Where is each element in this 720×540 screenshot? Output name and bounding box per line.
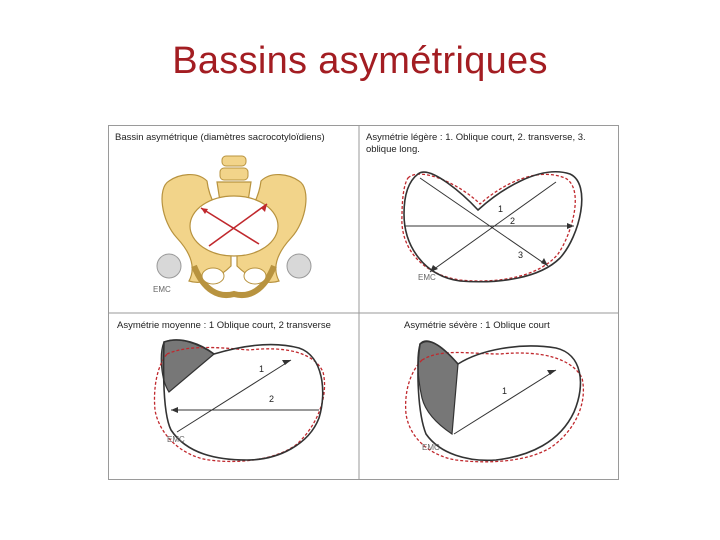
slide-title: Bassins asymétriques xyxy=(172,40,548,82)
figure-grid-lines xyxy=(109,126,618,479)
emc-watermark: EMC xyxy=(418,273,436,282)
figure-panel-grid: Bassin asymétrique (diamètres sacrocotyl… xyxy=(108,125,619,480)
panel-pelvis: Bassin asymétrique (diamètres sacrocotyl… xyxy=(109,126,359,313)
panel-pelvis-label: Bassin asymétrique (diamètres sacrocotyl… xyxy=(115,132,325,143)
panel-moderate-asymmetry: Asymétrie moyenne : 1 Oblique court, 2 t… xyxy=(109,314,359,479)
panel-slight-asymmetry-label: Asymétrie légère : 1. Oblique court, 2. … xyxy=(366,132,586,155)
severe-asymmetry-diagram: 1 xyxy=(404,340,584,463)
slight-asymmetry-diagram: 1 2 3 xyxy=(401,171,583,283)
marker-2: 2 xyxy=(269,394,274,404)
panel-severe-asymmetry-label: Asymétrie sévère : 1 Oblique court xyxy=(404,320,550,331)
marker-3: 3 xyxy=(518,250,523,260)
panel-slight-asymmetry: Asymétrie légère : 1. Oblique court, 2. … xyxy=(360,126,618,313)
marker-1: 1 xyxy=(259,364,264,374)
moderate-asymmetry-diagram: 1 2 xyxy=(153,339,326,463)
marker-1: 1 xyxy=(502,386,507,396)
pelvis-illustration xyxy=(156,155,312,298)
marker-1: 1 xyxy=(498,204,503,214)
marker-2: 2 xyxy=(510,216,515,226)
panel-moderate-asymmetry-label: Asymétrie moyenne : 1 Oblique court, 2 t… xyxy=(117,320,331,331)
panel-severe-asymmetry: Asymétrie sévère : 1 Oblique court 1 EMC xyxy=(360,314,618,479)
emc-watermark: EMC xyxy=(422,443,440,452)
emc-watermark: EMC xyxy=(167,435,185,444)
emc-watermark: EMC xyxy=(153,285,171,294)
